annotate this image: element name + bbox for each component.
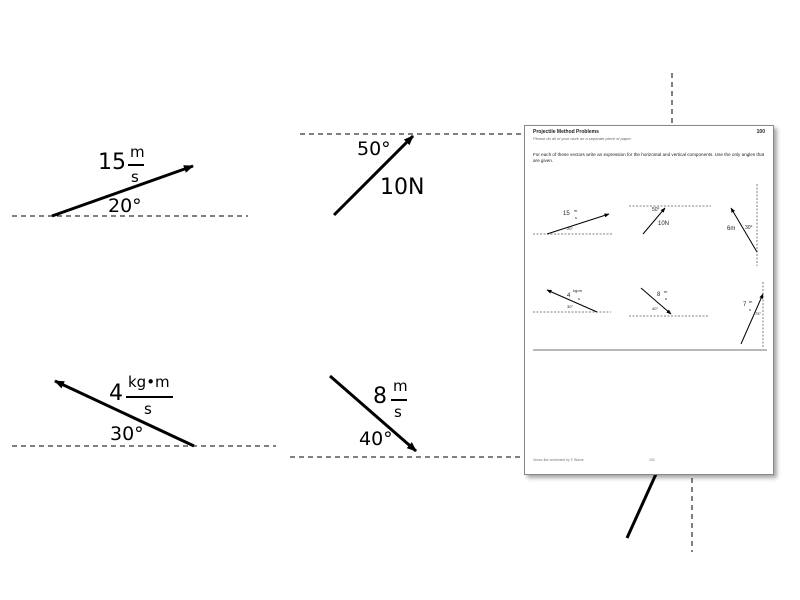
- vector-1-arrow: [51, 164, 194, 218]
- worksheet-item-e-angle: 40°: [652, 306, 659, 311]
- worksheet-item-e-magnitude: 8: [657, 292, 661, 298]
- vector-1-fraction-bar: [128, 164, 144, 166]
- worksheet-item-e-unit-num: m: [664, 289, 668, 294]
- worksheet-page-number: 100: [756, 129, 765, 135]
- worksheet-item-e-unit-den: s: [665, 296, 667, 301]
- vector-4-unit-denominator: s: [394, 403, 402, 421]
- worksheet-footer-page: 100: [649, 458, 655, 462]
- vector-1-magnitude: 15: [98, 150, 126, 175]
- worksheet-item-d-magnitude: 4: [567, 293, 571, 299]
- vector-2-magnitude: 10N: [380, 175, 425, 200]
- worksheet-item-f-magnitude: 7: [743, 302, 747, 308]
- vector-4-magnitude: 8: [373, 384, 387, 409]
- worksheet-instructions: For each of these vectors write an expre…: [533, 152, 765, 164]
- worksheet-item-b-angle: 50°: [652, 207, 660, 213]
- worksheet-item-d-unit-num: kg•m: [573, 288, 582, 293]
- worksheet-item-f-angle: 75°: [755, 311, 762, 316]
- vector-1-angle: 20°: [108, 195, 142, 217]
- vector-4-arrow: [329, 374, 417, 453]
- worksheet-item-a-magnitude: 15: [563, 211, 570, 217]
- vector-4-unit-numerator: m: [393, 377, 408, 395]
- vector-3-unit-numerator: kg•m: [128, 373, 170, 391]
- worksheet-footer: Vector-like worksheet by F. Blaine: [533, 458, 584, 462]
- worksheet-item-c-magnitude: 6m: [727, 226, 736, 232]
- worksheet-thumbnail: Projectile Method Problems 100 Please do…: [524, 125, 774, 475]
- vector-3-magnitude: 4: [109, 381, 123, 406]
- worksheet-item-d-unit-den: s: [578, 296, 580, 301]
- worksheet-item-a-angle: 20°: [567, 226, 574, 231]
- vector-3-fraction-bar: [126, 396, 173, 398]
- vector-4-angle: 40°: [359, 428, 393, 450]
- worksheet-item-b-magnitude: 10N: [658, 221, 670, 227]
- vector-1-unit-denominator: s: [131, 168, 139, 186]
- worksheet-item-f-unit-den: s: [749, 307, 751, 312]
- worksheet-item-f-unit-num: m: [749, 299, 753, 304]
- vector-4-fraction-bar: [391, 399, 407, 401]
- vector-3-unit-denominator: s: [144, 400, 152, 418]
- worksheet-diagrams: [533, 184, 767, 351]
- worksheet-item-a-unit-num: m: [574, 208, 578, 213]
- worksheet-item-a-unit-den: s: [575, 215, 577, 220]
- vector-1-unit-numerator: m: [130, 143, 145, 161]
- vector-3-arrow: [54, 379, 195, 448]
- worksheet-subtitle: Please do all of your work on a separate…: [533, 136, 632, 141]
- vector-7-stem: [625, 473, 658, 539]
- vector-2-arrow: [332, 134, 415, 217]
- vector-2-angle: 50°: [357, 138, 391, 160]
- worksheet-item-c-angle: 30°: [745, 225, 753, 231]
- worksheet-item-d-angle: 30°: [567, 304, 574, 309]
- worksheet-title: Projectile Method Problems: [533, 129, 599, 135]
- vector-3-angle: 30°: [110, 423, 144, 445]
